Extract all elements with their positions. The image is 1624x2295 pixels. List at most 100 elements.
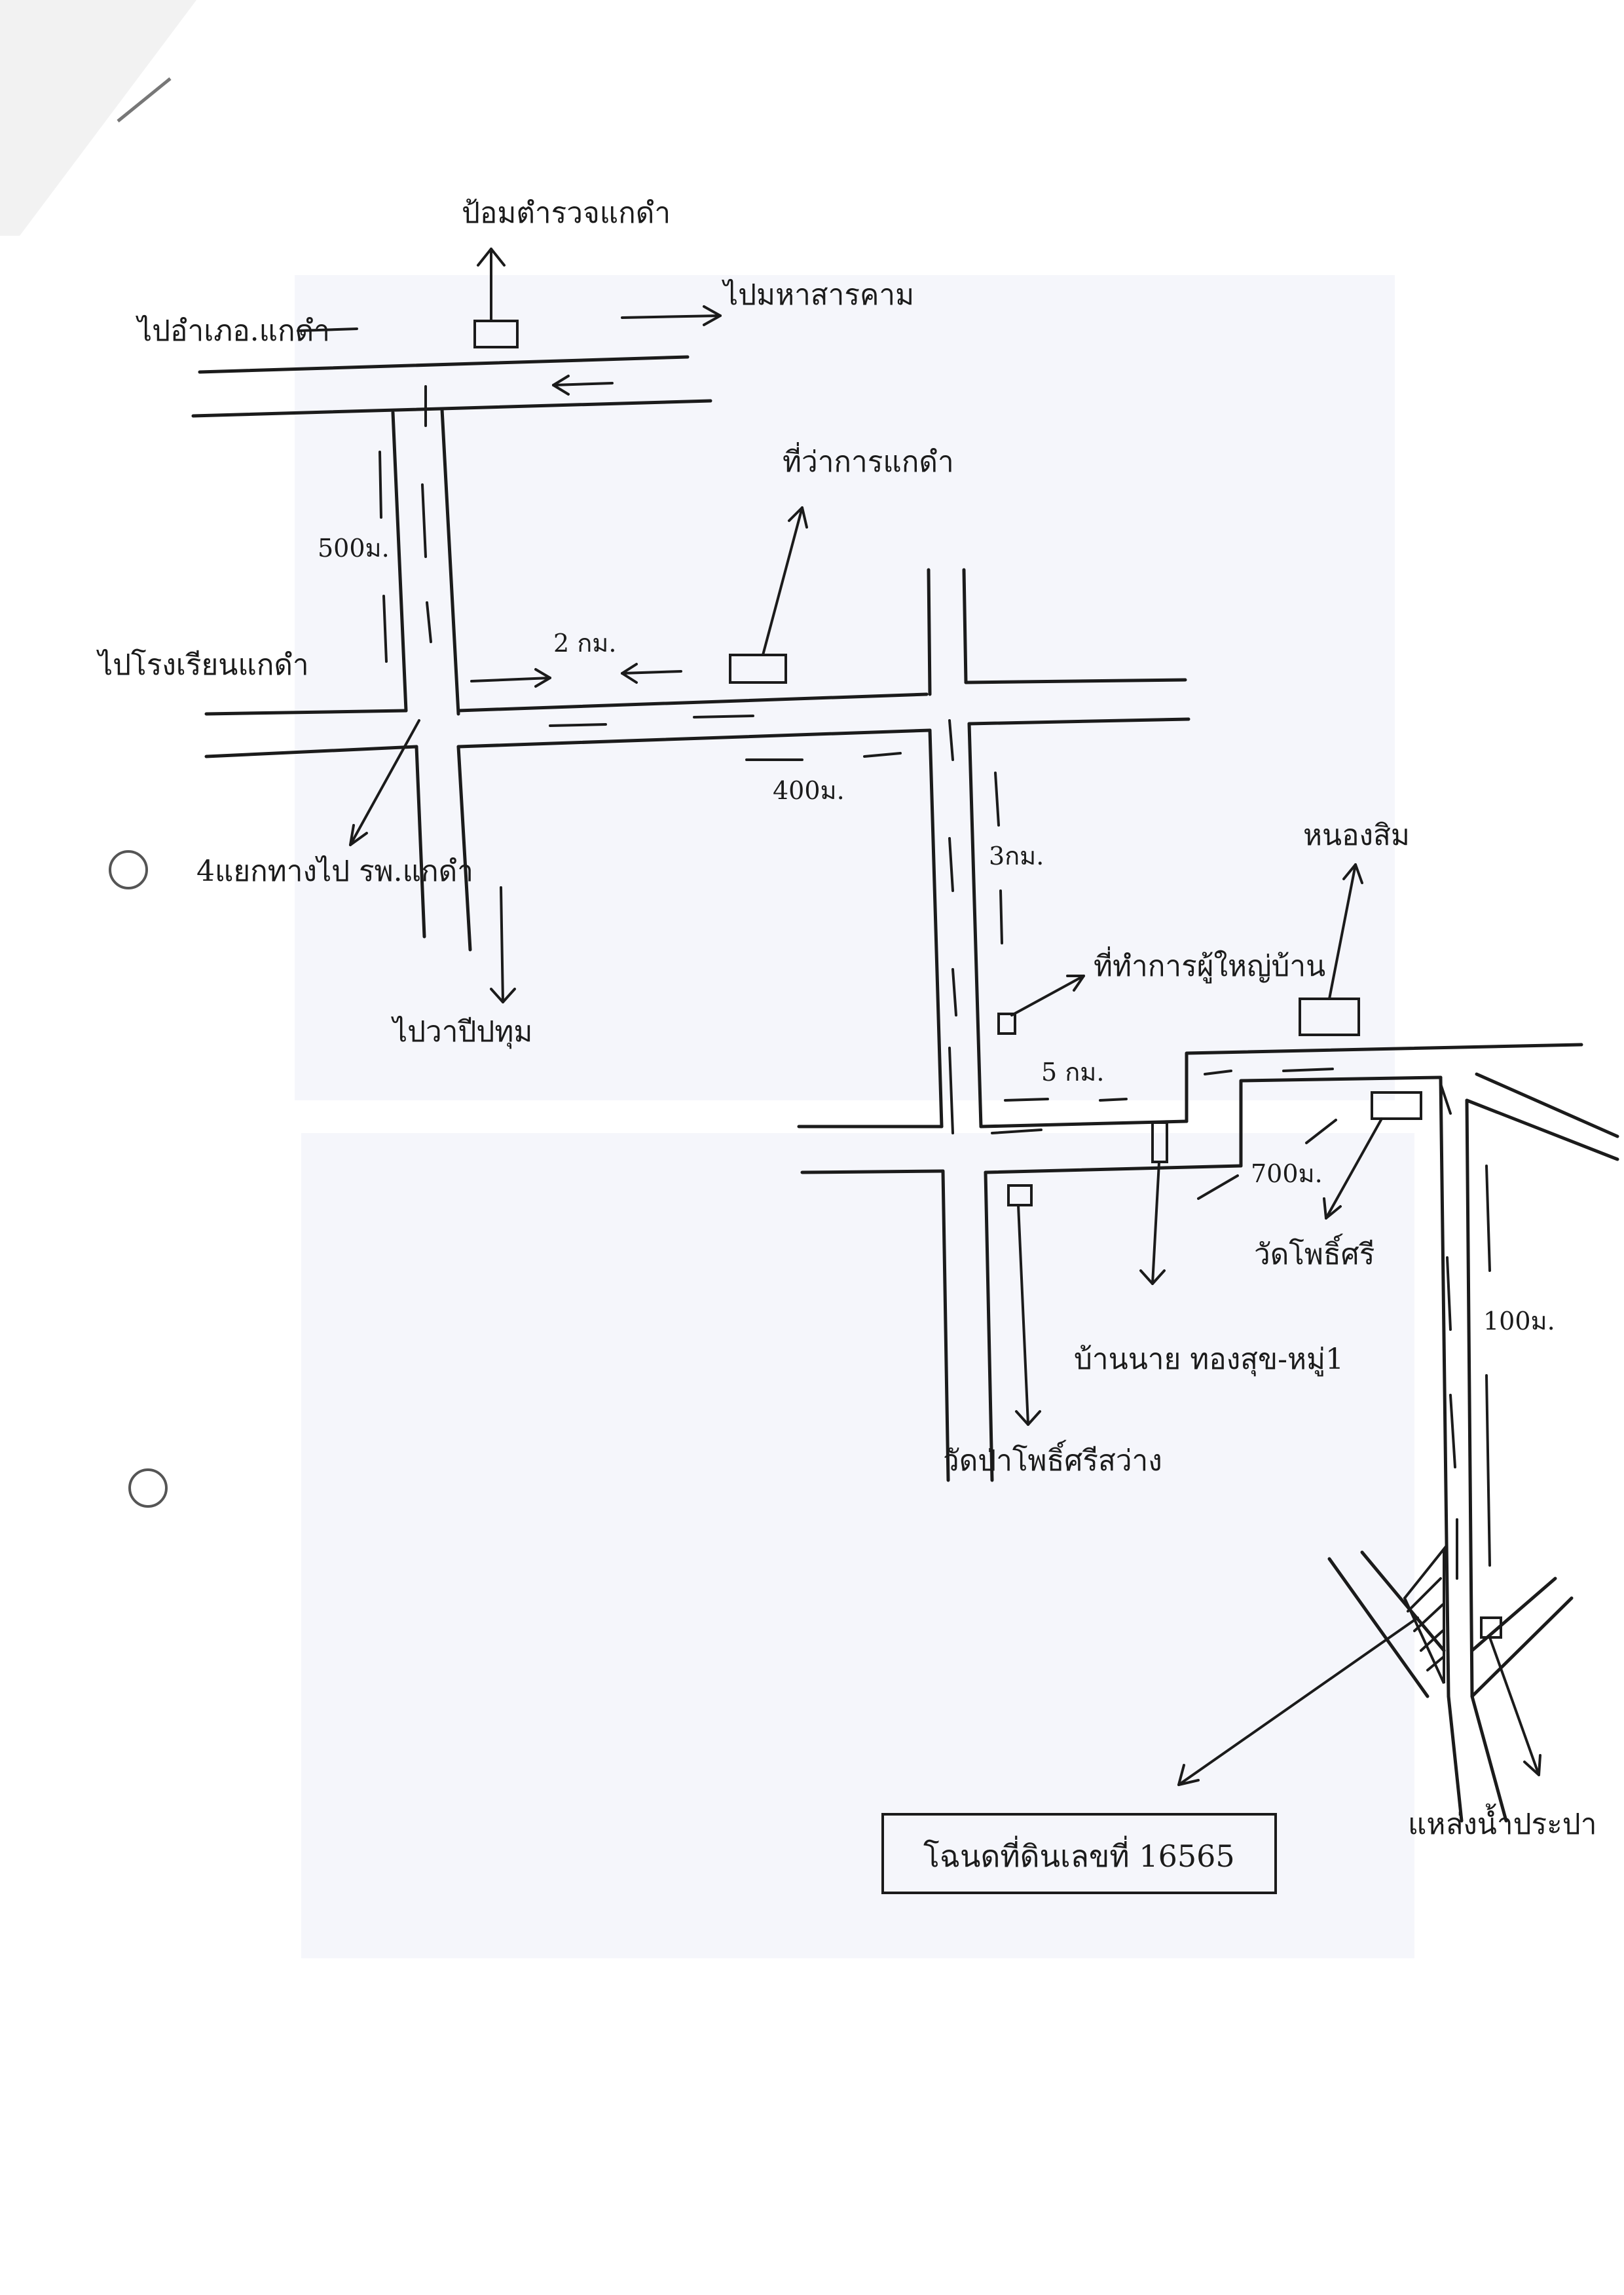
pointer-hospital: [762, 506, 803, 656]
hatch-line: [1413, 1603, 1444, 1632]
label-to-school: ไปโรงเรียนแกดำ: [96, 648, 309, 682]
road-split-right: [1470, 1694, 1508, 1823]
arrowhead: [552, 375, 570, 396]
scan-shade-top: [295, 275, 1395, 1100]
label-temple: วัดโพธิ์ศรี: [1254, 1233, 1375, 1271]
arrowhead: [1323, 1197, 1342, 1220]
road-low-vert-b: [984, 1170, 994, 1482]
road-top-upper: [198, 355, 690, 374]
road-center-d: [967, 722, 983, 1129]
dir-arrow: [621, 670, 682, 675]
label-house-b: บ้านนาย ทองสุข-หมู่1: [1074, 1343, 1344, 1377]
road-center-b: [962, 568, 968, 684]
dir-arrow: [863, 752, 902, 758]
pointer-temple: [1325, 1117, 1383, 1220]
road-mid-upper: [456, 692, 929, 713]
village-office-box: [997, 1013, 1016, 1035]
dir-arrow: [549, 723, 607, 727]
distance-700m: 700ม.: [1251, 1159, 1323, 1188]
dir-arrow: [1004, 1098, 1049, 1102]
dir-arrow: [1439, 1083, 1452, 1115]
label-police: ป้อมตำรวจแกดำ: [462, 196, 671, 230]
hatch-line: [1407, 1577, 1442, 1613]
dir-arrow: [378, 451, 382, 519]
dir-arrow: [1197, 1174, 1239, 1200]
land-plot-title: โฉนดที่ดินเลขที่ 16565: [923, 1835, 1235, 1874]
distance-5km: 5 กม.: [1041, 1058, 1104, 1087]
arrowhead: [1177, 1764, 1200, 1786]
dir-arrow: [470, 677, 551, 682]
arrowhead: [1015, 1410, 1041, 1426]
pointer-house-b: [1151, 1161, 1160, 1285]
road-mid-lower: [456, 728, 932, 749]
road-diagonal-upper: [1475, 1072, 1619, 1138]
road-low-vert-a: [941, 1169, 950, 1482]
dir-arrow: [1449, 1394, 1456, 1468]
dir-arrow: [297, 327, 358, 332]
staple: [117, 77, 172, 122]
pointer-wapi: [500, 886, 504, 1003]
dir-arrow: [1099, 1098, 1128, 1102]
pointer-canal: [1488, 1636, 1540, 1776]
dir-arrow: [552, 382, 614, 386]
distance-2km: 2 กม.: [553, 629, 616, 658]
land-plot-title-box: [881, 1813, 1277, 1894]
arrowhead: [349, 824, 368, 846]
pointer-hosp2: [349, 719, 420, 846]
road-branch-left: [1327, 1557, 1430, 1698]
road-center-a: [927, 568, 932, 696]
label-hospital: ที่ว่าการแกดำ: [783, 441, 954, 479]
road-left-d: [456, 745, 472, 952]
road-jog-lower: [1239, 1075, 1443, 1168]
road-left-c: [415, 745, 426, 939]
dir-arrow: [382, 595, 388, 663]
dir-arrow: [948, 719, 954, 761]
label-village-office: ที่ทำการผู้ใหญ่บ้าน: [1094, 946, 1325, 984]
dir-arrow: [1446, 1256, 1452, 1331]
road-right-vert-a: [1439, 1075, 1450, 1698]
dir-arrow: [693, 715, 754, 718]
folded-corner: [0, 0, 196, 236]
dir-arrow: [1485, 1165, 1491, 1272]
dir-arrow: [948, 837, 954, 892]
arrowhead: [1066, 975, 1085, 992]
arrowhead: [490, 988, 516, 1003]
road-left-a: [391, 411, 408, 713]
label-pond: หนองสิม: [1303, 819, 1410, 852]
road-jog-upper: [1185, 1043, 1583, 1123]
dir-arrow: [426, 601, 432, 643]
label-canal: แหล่งน้ำประปา: [1408, 1803, 1596, 1841]
school-b-box: [1007, 1184, 1033, 1206]
road-center-c: [928, 728, 944, 1129]
road-split-left: [1447, 1694, 1464, 1823]
distance-3km: 3กม.: [989, 842, 1044, 870]
hospital-box: [729, 654, 787, 684]
hatch-line: [1420, 1630, 1444, 1652]
arrowhead: [534, 668, 551, 688]
distance-400m: 400ม.: [773, 776, 845, 805]
road-mid-right-upper: [964, 678, 1187, 684]
pointer-land-plot: [1177, 1616, 1419, 1786]
dir-arrow: [999, 889, 1003, 944]
dir-arrow: [951, 968, 957, 1017]
dir-arrow: [994, 772, 1000, 827]
road-right-vert-b: [1465, 1098, 1474, 1698]
land-plot-hatched: [1403, 1545, 1445, 1684]
distance-500m: 500ม.: [318, 534, 390, 563]
arrowhead: [621, 663, 638, 684]
police-box: [473, 320, 519, 348]
road-branch-right-b: [1470, 1577, 1557, 1652]
dir-arrow: [1204, 1070, 1232, 1075]
arrowhead: [1523, 1754, 1541, 1776]
punch-hole: [109, 850, 148, 889]
road-top-lower: [191, 399, 712, 418]
label-to-sarakham: ไปมหาสารคาม: [722, 278, 914, 312]
distance-100m: 100ม.: [1483, 1307, 1555, 1335]
pointer-village: [1010, 975, 1085, 1017]
label-to-district: ไปอำเภอ.แกดำ: [136, 314, 330, 348]
dir-arrow: [991, 1129, 1043, 1134]
road-mid-lower-left: [204, 745, 418, 758]
label-to-wapi: ไปวาปีปทุม: [391, 1015, 532, 1049]
arrowhead: [788, 506, 808, 529]
